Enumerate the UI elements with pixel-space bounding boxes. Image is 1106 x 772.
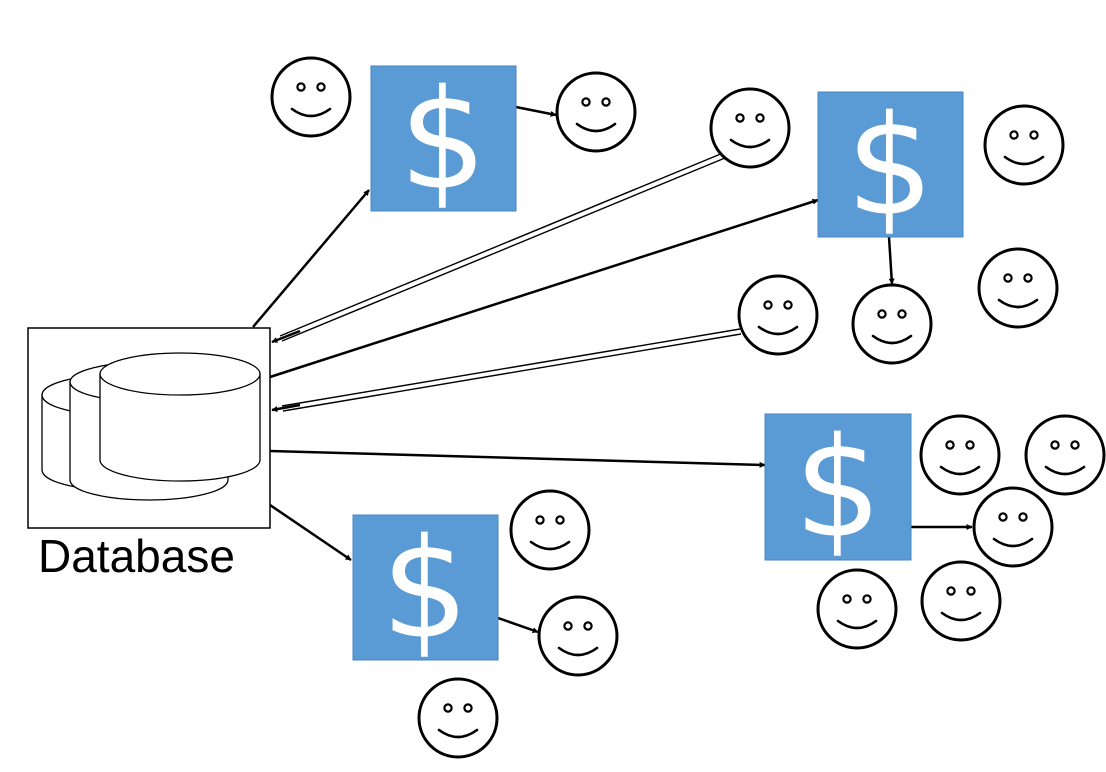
smiley-face-icon <box>537 595 619 677</box>
smiley-face-icon <box>983 104 1065 186</box>
smiley-face-icon <box>972 486 1054 568</box>
payment-node-1: $ <box>370 60 517 221</box>
arrow-payment-user-1 <box>515 105 557 117</box>
smiley-face-icon <box>270 56 352 138</box>
smiley-face-icon <box>816 568 898 650</box>
smiley-face-icon <box>919 414 1001 496</box>
dollar-icon: $ <box>381 509 469 670</box>
arrow-payment-user-2 <box>887 236 895 285</box>
payment-node-3: $ <box>764 408 912 569</box>
arrow-db-payment-2 <box>269 198 819 379</box>
arrow-db-payment-3 <box>269 449 766 468</box>
smiley-face-icon <box>417 677 499 759</box>
dollar-icon: $ <box>794 408 882 569</box>
smiley-face-icon <box>1024 414 1106 496</box>
double-arrow-user-db-1 <box>271 152 726 344</box>
smiley-face-icon <box>555 71 637 153</box>
dollar-icon: $ <box>846 86 934 247</box>
double-arrow-user-db-2 <box>271 328 742 413</box>
smiley-face-icon <box>851 283 933 365</box>
payment-node-4: $ <box>352 509 499 670</box>
dollar-icon: $ <box>399 60 487 221</box>
payment-node-2: $ <box>817 86 964 247</box>
smiley-face-icon <box>709 87 791 169</box>
database-node: Database <box>27 327 271 582</box>
database-label: Database <box>38 530 235 582</box>
users <box>270 56 1106 759</box>
database-stack-icon <box>41 352 261 501</box>
smiley-face-icon <box>920 560 1002 642</box>
connections <box>252 105 973 634</box>
arrow-db-payment-4 <box>269 503 352 562</box>
smiley-face-icon <box>509 489 591 571</box>
arrow-db-payment-1 <box>252 189 370 328</box>
arrow-payment-user-4 <box>497 616 539 634</box>
smiley-face-icon <box>737 274 819 356</box>
smiley-face-icon <box>977 247 1059 329</box>
